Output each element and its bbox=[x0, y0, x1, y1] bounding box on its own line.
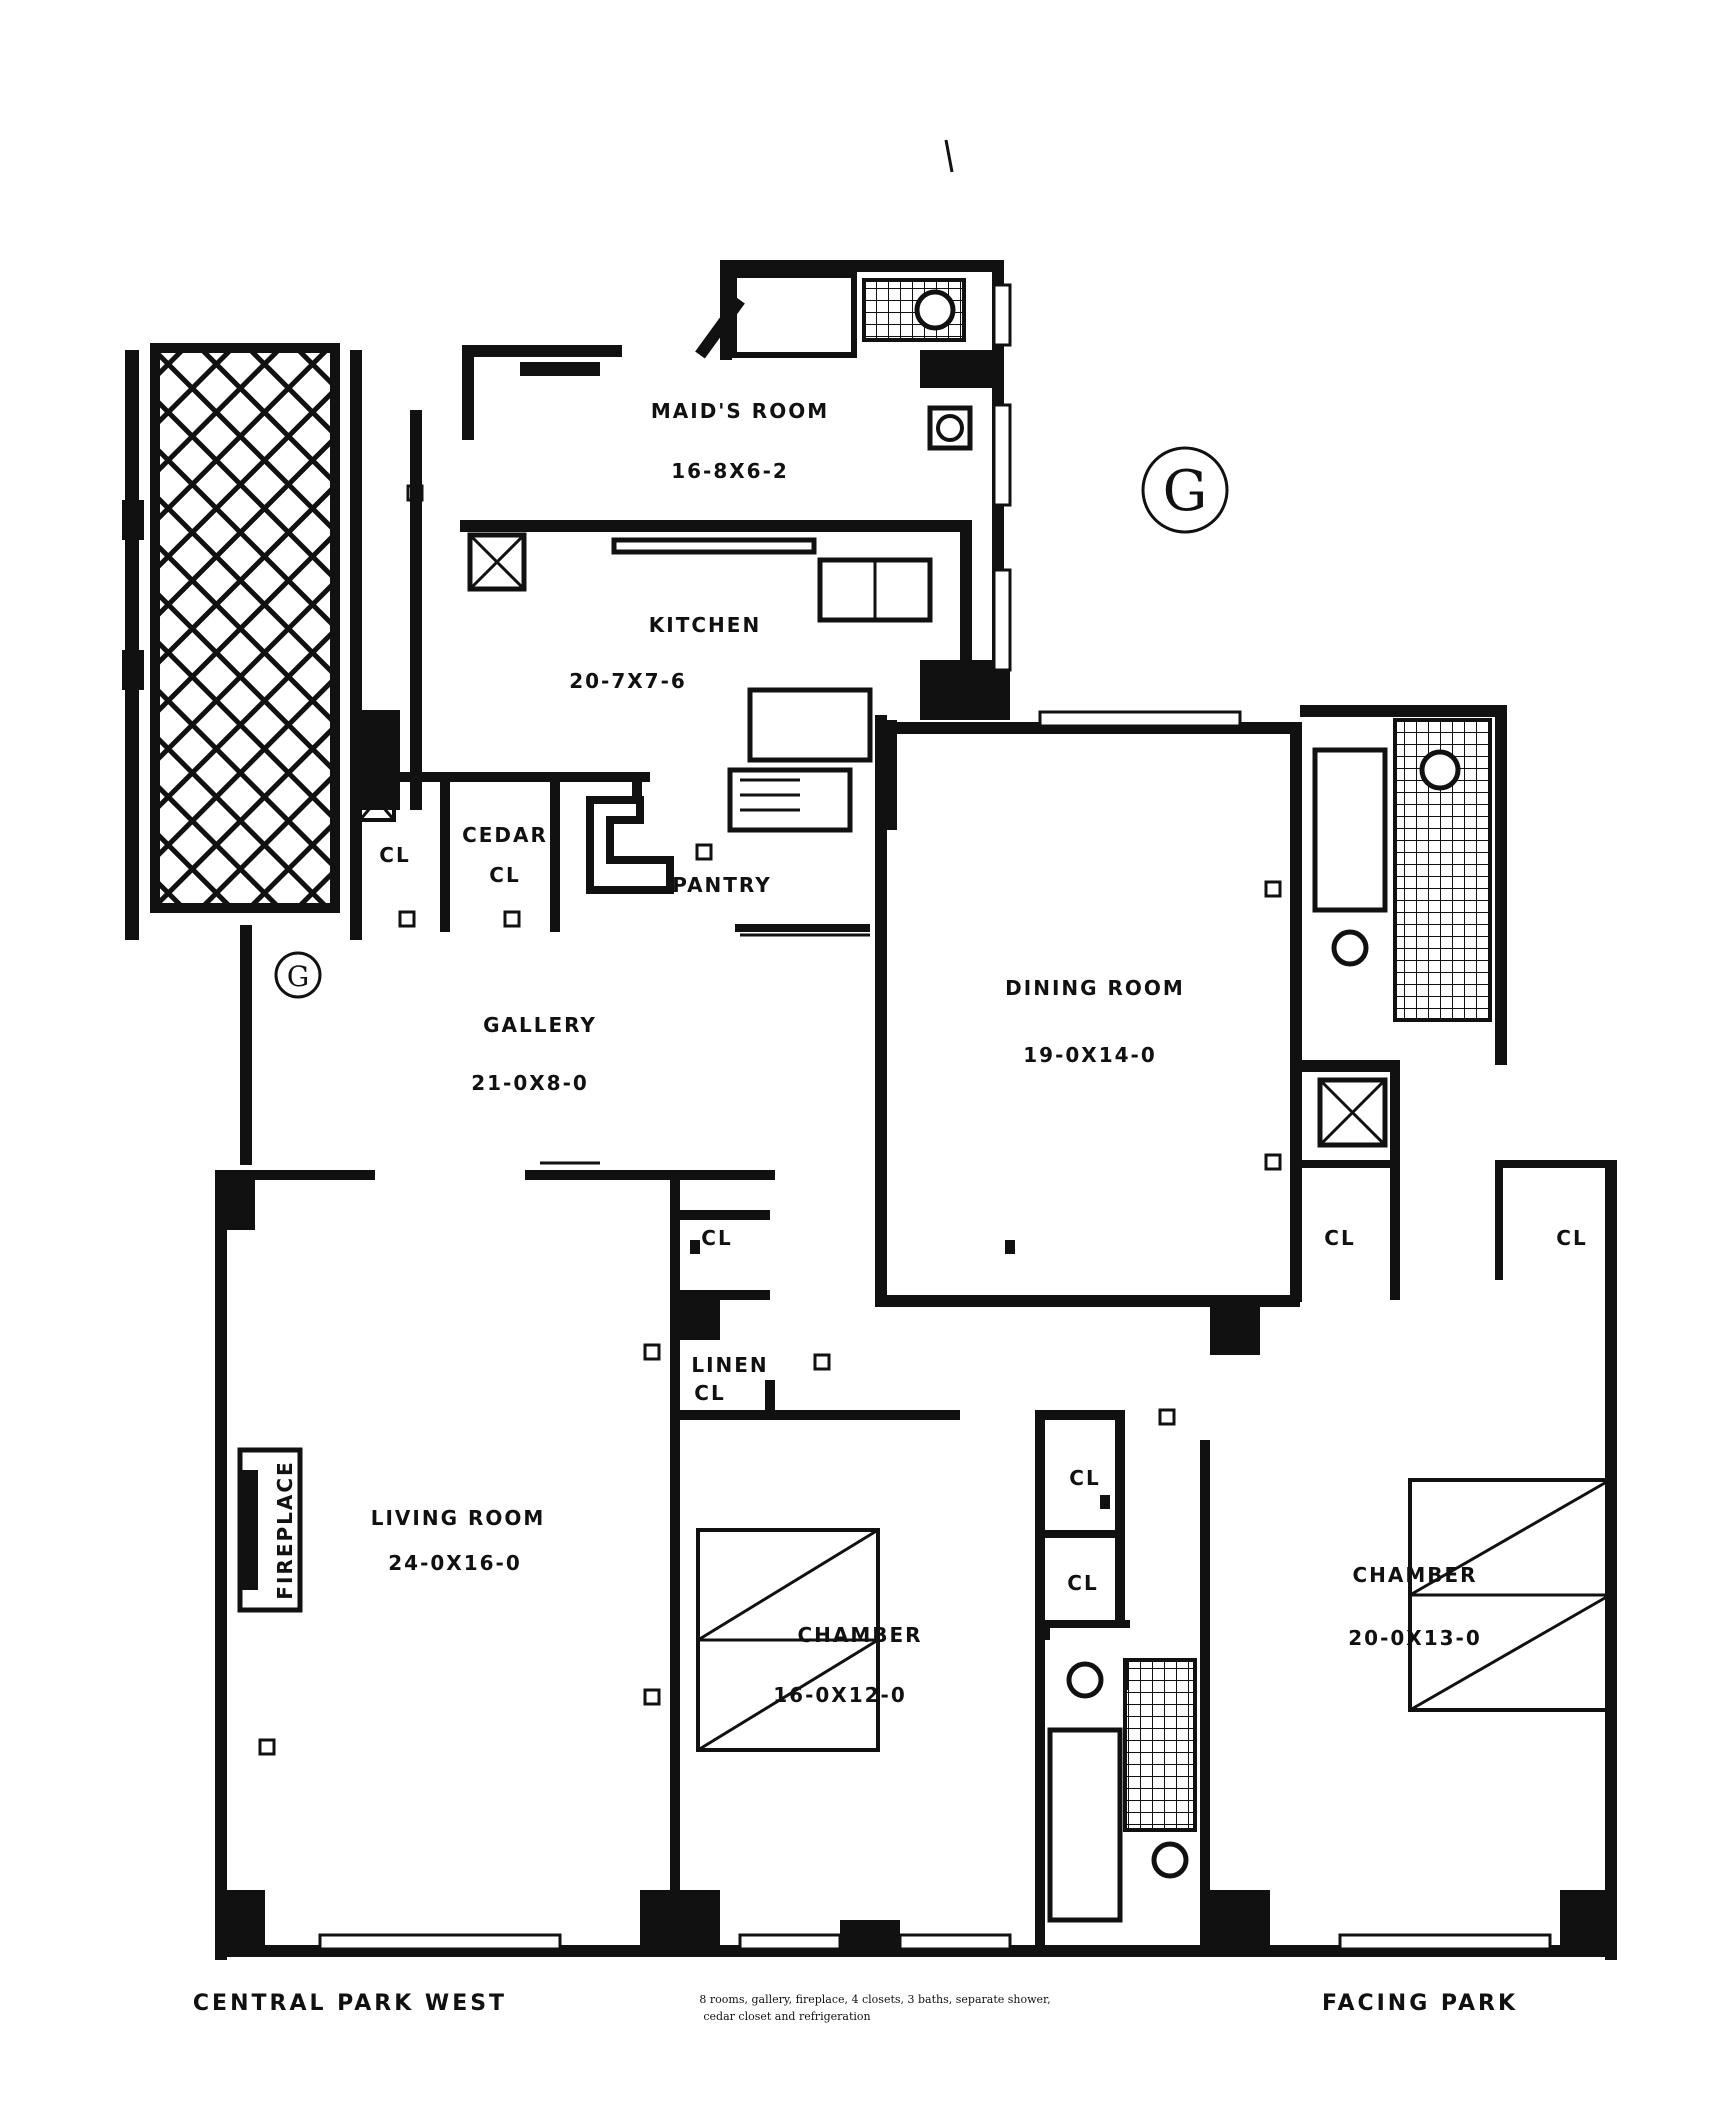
kitchen-label: KITCHEN bbox=[649, 613, 761, 637]
cl-center-1-label: CL bbox=[1069, 1466, 1100, 1490]
windows bbox=[318, 283, 1552, 1951]
dining-room-dim: 19-0X14-0 bbox=[1023, 1043, 1157, 1067]
cedar-cl-label: CEDAR bbox=[462, 823, 548, 847]
terrace bbox=[122, 343, 362, 940]
pantry-label: PANTRY bbox=[672, 873, 771, 897]
maids-room-label: MAID'S ROOM bbox=[651, 399, 829, 423]
street-east-label: FACING PARK bbox=[1322, 1991, 1518, 2016]
chamber-center-dim: 16-0X12-0 bbox=[773, 1683, 907, 1707]
gallery-dim: 21-0X8-0 bbox=[471, 1071, 589, 1095]
fixtures bbox=[237, 272, 1612, 1923]
gallery-label: GALLERY bbox=[483, 1013, 597, 1037]
outlets bbox=[258, 484, 1282, 1756]
room-labels: MAID'S ROOM 16-8X6-2 KITCHEN 20-7X7-6 CL… bbox=[273, 399, 1587, 1707]
compass-large: G bbox=[1141, 446, 1229, 534]
living-room-label: LIVING ROOM bbox=[371, 1506, 546, 1530]
footnote-line-2: cedar closet and refrigeration bbox=[703, 2010, 870, 2023]
compass-small: G bbox=[274, 951, 322, 999]
door-marks bbox=[540, 933, 1129, 1690]
chamber-east-label: CHAMBER bbox=[1352, 1563, 1477, 1587]
fireplace-label: FIREPLACE bbox=[273, 1460, 297, 1599]
street-west-label: CENTRAL PARK WEST bbox=[193, 1991, 507, 2016]
living-room-dim: 24-0X16-0 bbox=[388, 1551, 522, 1575]
cl-east-label: CL bbox=[1556, 1226, 1587, 1250]
chamber-center-label: CHAMBER bbox=[797, 1623, 922, 1647]
dining-room-label: DINING ROOM bbox=[1005, 976, 1185, 1000]
kitchen-dim: 20-7X7-6 bbox=[569, 669, 687, 693]
cedar-cl-sub: CL bbox=[489, 863, 520, 887]
compass-large-letter: G bbox=[1163, 459, 1208, 524]
cl-center-2-label: CL bbox=[1067, 1571, 1098, 1595]
chamber-east-dim: 20-0X13-0 bbox=[1348, 1626, 1482, 1650]
walls bbox=[215, 260, 1617, 1960]
stray-mark bbox=[944, 139, 954, 173]
cl-west-label: CL bbox=[379, 843, 410, 867]
compass-small-letter: G bbox=[287, 960, 309, 993]
maids-room-dim: 16-8X6-2 bbox=[671, 459, 789, 483]
footnote-line-1: 8 rooms, gallery, fireplace, 4 closets, … bbox=[699, 1993, 1050, 2006]
linen-cl-label: LINEN bbox=[691, 1353, 768, 1377]
linen-cl-sub: CL bbox=[694, 1381, 725, 1405]
cl-bath-north-label: CL bbox=[1324, 1226, 1355, 1250]
cl-hall-label: CL bbox=[701, 1226, 732, 1250]
